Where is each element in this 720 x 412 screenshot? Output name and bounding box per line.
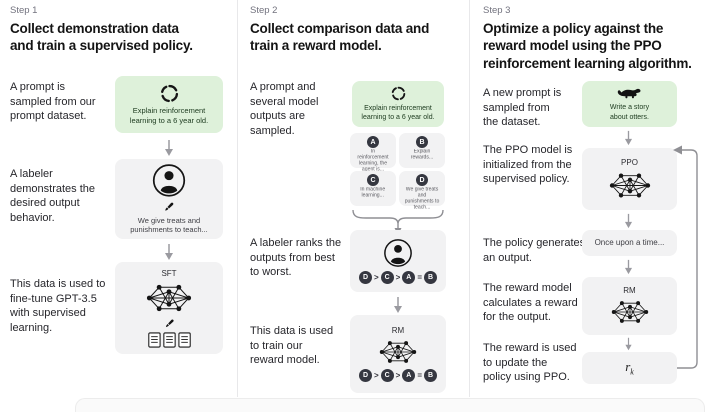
neural-net-icon — [610, 298, 650, 326]
arrow-down-icon — [163, 139, 175, 157]
rank-separator: > — [395, 371, 401, 380]
ppo-feedback-loop-arrow — [673, 145, 698, 369]
prompt-text: Write a story about otters. — [609, 104, 650, 121]
output-box-b: B Explain rewards... — [399, 133, 445, 168]
output-text: In reinforcement learning, the agent is.… — [357, 149, 389, 172]
step3-caption-ppo-init: The PPO model is initialized from the su… — [483, 144, 573, 186]
reward-symbol: rk — [625, 359, 634, 377]
ranking-row: D > C > A = B — [358, 271, 437, 284]
output-text: Explain rewards... — [410, 149, 434, 160]
arrow-down-icon — [392, 296, 404, 314]
pencil-icon — [164, 318, 175, 329]
arrow-down-icon — [623, 130, 634, 146]
step1-prompt-box: Explain reinforcement learning to a 6 ye… — [115, 76, 223, 133]
step2-caption-train-rm: This data is used to train our reward mo… — [250, 325, 334, 367]
step2-labeler-rank-box: D > C > A = B — [350, 230, 446, 292]
rank-letter: D — [358, 369, 372, 382]
step2-caption-prompt: A prompt and several model outputs are s… — [250, 81, 319, 137]
output-box-d: D We give treats and punishments to teac… — [399, 171, 445, 210]
rank-letter: D — [358, 271, 372, 284]
rank-letter: C — [380, 369, 394, 382]
rank-separator: = — [417, 273, 422, 282]
step3-prompt-box: Write a story about otters. — [582, 81, 677, 127]
step3-ppo-box: PPO — [582, 148, 677, 210]
rm-model-label: RM — [391, 326, 405, 335]
step3-caption-reward-calc: The reward model calculates a reward for… — [483, 282, 578, 324]
labeler-person-icon — [383, 238, 413, 268]
column-divider — [237, 0, 238, 397]
step2-caption-rank: A labeler ranks the outputs from best to… — [250, 237, 342, 279]
column-divider — [469, 0, 470, 397]
demonstration-text: We give treats and punishments to teach.… — [130, 215, 208, 235]
sample-refresh-icon — [391, 86, 406, 101]
arrow-down-icon — [623, 259, 634, 275]
step1-labeler-box: We give treats and punishments to teach.… — [115, 159, 223, 239]
rank-letter: A — [402, 271, 416, 284]
rank-separator: > — [373, 273, 379, 282]
step3-rm-box: RM — [582, 277, 677, 335]
next-section-card-edge — [75, 398, 705, 412]
step1-label: Step 1 — [10, 5, 38, 16]
step1-caption-prompt: A prompt is sampled from our prompt data… — [10, 81, 96, 123]
rank-letter: A — [402, 369, 416, 382]
output-box-c: C In machine learning... — [350, 171, 396, 206]
ppo-model-label: PPO — [621, 157, 638, 167]
step3-label: Step 3 — [483, 5, 511, 16]
step3-heading: Optimize a policy against the reward mod… — [483, 21, 692, 71]
sample-refresh-icon — [160, 84, 179, 103]
ranking-row: D > C > A = B — [358, 369, 437, 382]
neural-net-icon — [608, 170, 652, 201]
rank-letter: C — [380, 271, 394, 284]
output-text: We give treats and punishments to teach.… — [404, 187, 440, 210]
step1-sft-box: SFT — [115, 262, 223, 354]
step2-heading: Collect comparison data and train a rewa… — [250, 21, 430, 54]
step3-output-box: Once upon a time... — [582, 230, 677, 256]
step3-reward-box: rk — [582, 352, 677, 384]
rank-letter: B — [424, 271, 437, 284]
documents-icon — [147, 332, 192, 348]
rank-separator: > — [395, 273, 401, 282]
output-letter-badge: B — [416, 136, 428, 148]
otter-icon — [617, 86, 643, 100]
generated-output-text: Once upon a time... — [594, 237, 665, 247]
arrow-down-icon — [623, 337, 634, 351]
step1-caption-finetune: This data is used to fine-tune GPT-3.5 w… — [10, 278, 106, 334]
arrow-down-icon — [623, 213, 634, 229]
step3-caption-update: The reward is used to update the policy … — [483, 342, 577, 384]
step2-prompt-box: Explain reinforcement learning to a 6 ye… — [352, 81, 444, 127]
rank-letter: B — [424, 369, 437, 382]
step1-heading: Collect demonstration data and train a s… — [10, 21, 193, 54]
prompt-text: Explain reinforcement learning to a 6 ye… — [361, 104, 435, 121]
pencil-icon — [163, 201, 175, 213]
rank-separator: > — [373, 371, 379, 380]
output-letter-badge: C — [367, 174, 379, 186]
step2-rm-box: RM D > C > A = B — [350, 315, 446, 393]
output-box-a: A In reinforcement learning, the agent i… — [350, 133, 396, 172]
neural-net-icon — [378, 338, 418, 366]
prompt-text: Explain reinforcement learning to a 6 ye… — [129, 105, 209, 125]
arrow-down-icon — [163, 243, 175, 261]
sft-model-label: SFT — [161, 268, 177, 278]
rm-model-label: RM — [623, 286, 636, 295]
step1-caption-labeler: A labeler demonstrates the desired outpu… — [10, 168, 95, 224]
output-letter-badge: D — [416, 174, 428, 186]
rank-separator: = — [417, 371, 422, 380]
output-text: In machine learning... — [360, 187, 386, 198]
output-letter-badge: A — [367, 136, 379, 148]
neural-net-icon — [145, 281, 193, 315]
step3-caption-prompt: A new prompt is sampled from the dataset… — [483, 87, 562, 129]
step3-caption-output: The policy generates an output. — [483, 237, 586, 264]
step2-label: Step 2 — [250, 5, 278, 16]
labeler-person-icon — [151, 163, 187, 198]
